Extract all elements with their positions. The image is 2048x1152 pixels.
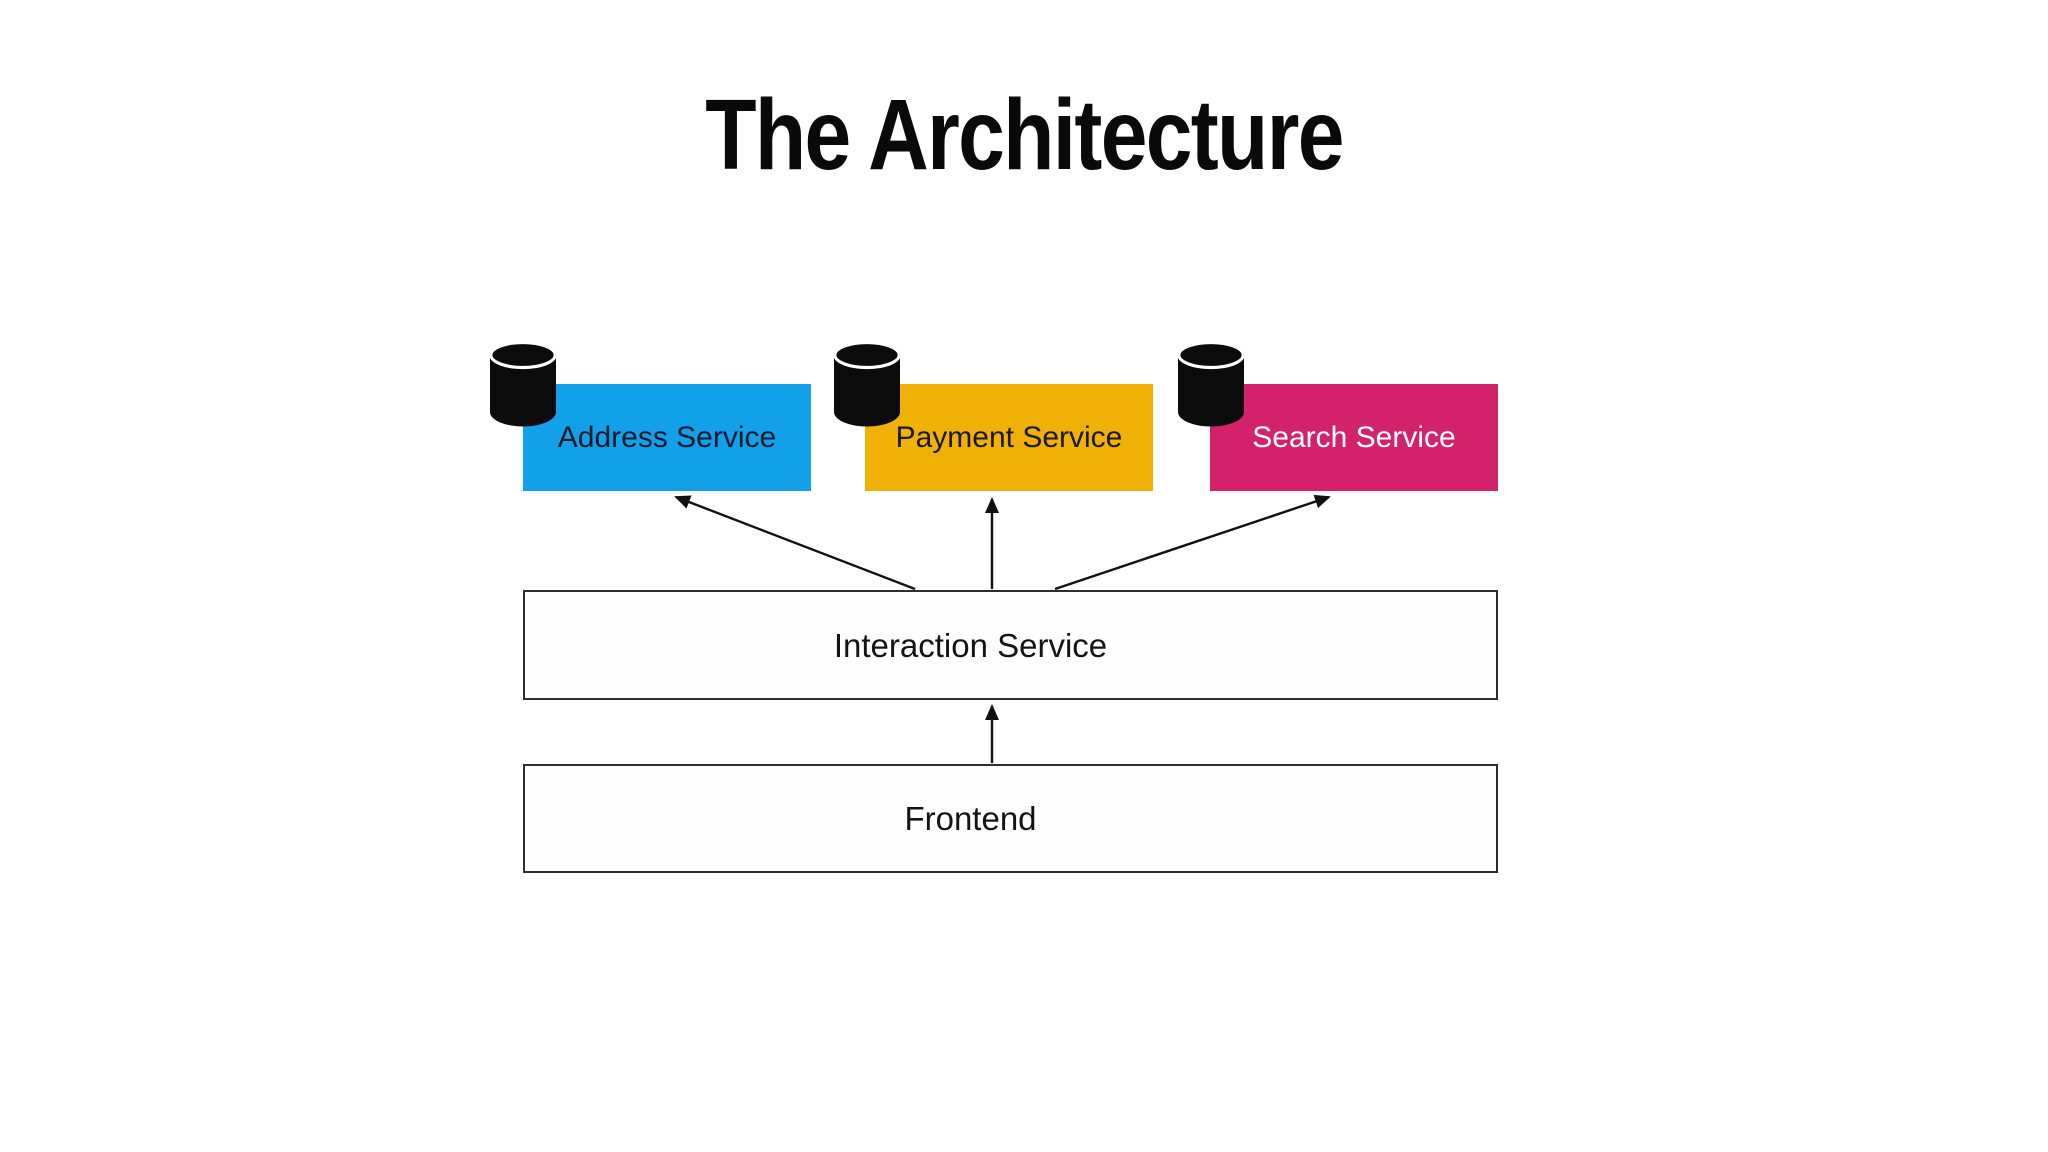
service-card-search: Search Service [1210,384,1498,491]
service-card-address: Address Service [523,384,811,491]
service-card-label: Address Service [557,420,777,454]
service-card-label: Search Service [1252,420,1456,454]
database-icon [834,341,900,427]
frontend-box: Frontend [523,764,1498,873]
interaction-service-label: Interaction Service [833,626,1108,664]
service-card-payment: Payment Service [865,384,1153,491]
service-card-label: Payment Service [895,420,1123,454]
slide-title: The Architecture [705,79,1344,191]
database-icon [490,341,556,427]
arrow-interaction-to-search-service [1054,494,1331,591]
arrow-interaction-to-address-service [674,495,916,591]
frontend-label: Frontend [904,800,1037,837]
interaction-service-box: Interaction Service [523,590,1498,700]
database-icon [1178,341,1244,427]
